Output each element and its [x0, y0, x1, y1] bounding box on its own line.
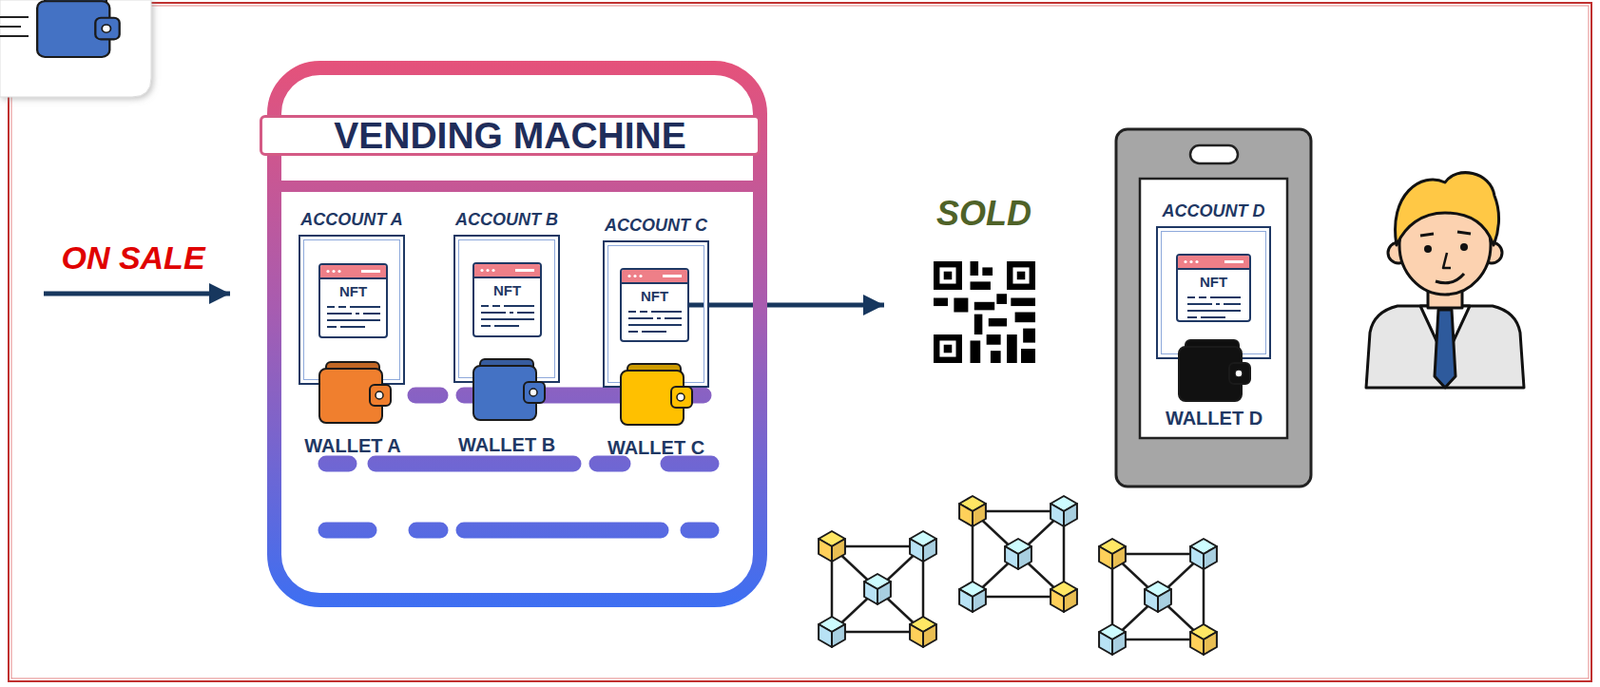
account-heading: ACCOUNT A	[300, 209, 403, 231]
qr-code	[933, 261, 1036, 364]
block-cube	[1050, 496, 1078, 527]
nft-label: NFT	[493, 282, 521, 300]
block-cube	[818, 616, 846, 648]
nft-label: NFT	[339, 283, 367, 301]
nft-label: NFT	[1199, 273, 1228, 291]
phone	[1116, 129, 1311, 487]
wallet-label: WALLET D	[1165, 406, 1263, 430]
block-cube	[909, 531, 937, 562]
wallet-picture	[619, 364, 694, 427]
account-box: ACCOUNT CNFT	[602, 240, 710, 388]
nft-card-bar	[621, 269, 688, 285]
block-cube	[1144, 581, 1172, 613]
block-cube	[1190, 539, 1217, 570]
nft-card: NFT	[472, 262, 542, 338]
wallet-label: WALLET B	[458, 433, 556, 457]
flow-arrow	[689, 303, 885, 309]
nft-card: NFT	[1175, 253, 1252, 323]
page-frame-inner	[11, 5, 1589, 679]
machine-title: VENDING MACHINE	[333, 116, 687, 155]
buyer-person	[1366, 173, 1524, 388]
nft-card-lines	[327, 303, 381, 330]
block-cube	[864, 574, 891, 605]
wallet-picture	[318, 362, 393, 425]
block-cube	[909, 616, 937, 648]
nft-card-bar	[320, 265, 386, 280]
nft-label: NFT	[640, 288, 669, 306]
account-heading: ACCOUNT C	[604, 214, 708, 236]
nft-card: NFT	[619, 268, 690, 343]
sold-qr: SOLD	[884, 194, 1084, 371]
wallet-icon	[319, 362, 391, 424]
block-cube	[1004, 539, 1032, 570]
title-banner: VENDING MACHINE	[259, 115, 761, 156]
account-box: ACCOUNT DNFT	[1156, 226, 1272, 360]
block-cube	[818, 531, 846, 562]
account-box: ACCOUNT BNFT	[453, 234, 560, 384]
sold-label: SOLD	[936, 194, 1032, 233]
vending-machine: VENDING MACHINEACCOUNT ANFTACCOUNT BNFTA…	[267, 60, 768, 608]
wallet-icon	[1178, 340, 1251, 402]
sale-label: ON SALE	[60, 238, 205, 277]
nft-card-lines	[1187, 293, 1241, 321]
blockchain-icons	[818, 496, 1217, 656]
account-heading: ACCOUNT D	[1162, 200, 1266, 222]
nft-card-lines	[628, 308, 682, 335]
wallet-label: WALLET C	[607, 436, 705, 460]
block-cube	[959, 581, 986, 613]
account-box: ACCOUNT ANFT	[298, 234, 405, 386]
block-cube	[1050, 581, 1078, 613]
wallet-icon	[37, 0, 120, 58]
block-cube	[1190, 624, 1217, 656]
wallet-icon	[473, 359, 545, 421]
nft-card-lines	[481, 302, 535, 329]
wallet-picture	[1177, 340, 1253, 404]
nft-card: NFT	[318, 263, 388, 339]
wallet-icon	[620, 364, 693, 425]
block-cube	[959, 496, 986, 527]
wallet-label: WALLET A	[304, 434, 401, 458]
nft-card-bar	[474, 264, 540, 279]
page-frame	[8, 2, 1592, 682]
on-sale-arrow	[43, 291, 231, 297]
account-heading: ACCOUNT B	[455, 209, 559, 231]
wallet-picture	[472, 359, 547, 423]
block-cube	[1098, 624, 1126, 656]
nft-card-bar	[1177, 255, 1250, 270]
corner-wallet-card	[0, 0, 152, 97]
block-cube	[1098, 539, 1126, 570]
